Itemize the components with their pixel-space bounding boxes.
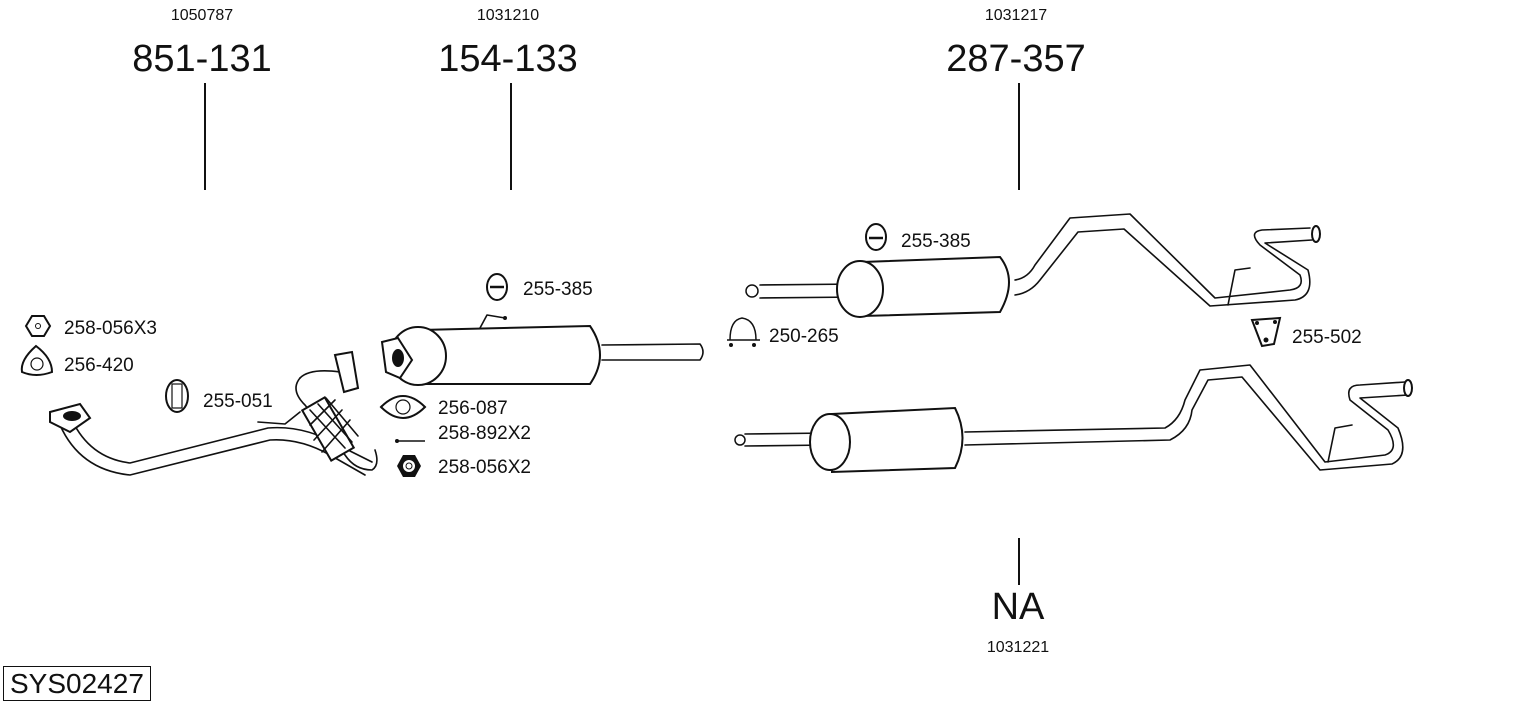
rubber-hanger-icon: [165, 379, 189, 413]
accessory-label[interactable]: 255-385: [523, 279, 593, 300]
diagram-id-box: SYS02427: [3, 666, 151, 701]
rear-system-upper: [745, 213, 1321, 318]
accessory-label[interactable]: 255-051: [203, 391, 273, 412]
hanger-bracket-icon: [1250, 316, 1282, 348]
ref-number: 1031221: [986, 639, 1050, 656]
part-number[interactable]: 154-133: [438, 38, 578, 80]
rear-system-lower: [734, 364, 1413, 474]
leader-line: [1018, 538, 1020, 585]
ref-number: 1031210: [476, 7, 540, 24]
front-pipe: [49, 350, 378, 476]
accessory-label[interactable]: 258-056X3: [64, 318, 157, 339]
ref-number: 1050787: [170, 7, 234, 24]
u-clamp-icon: [727, 317, 760, 347]
part-number[interactable]: 287-357: [946, 38, 1086, 80]
accessory-label[interactable]: 255-502: [1292, 327, 1362, 348]
accessory-label[interactable]: 258-892X2: [438, 423, 531, 444]
accessory-label[interactable]: 256-087: [438, 398, 508, 419]
part-number[interactable]: NA: [991, 586, 1045, 628]
bolt-icon: [395, 439, 425, 443]
hex-nut-icon: [397, 455, 421, 477]
accessory-label[interactable]: 250-265: [769, 326, 839, 347]
two-bolt-gasket-icon: [379, 394, 427, 420]
hex-nut-icon: [24, 315, 52, 337]
rubber-hanger-icon: [486, 273, 508, 301]
part-number[interactable]: 851-131: [132, 38, 272, 80]
accessory-label[interactable]: 256-420: [64, 355, 134, 376]
flex-braid: [300, 396, 359, 462]
ref-number: 1031217: [984, 7, 1048, 24]
accessory-label[interactable]: 258-056X2: [438, 457, 531, 478]
three-bolt-gasket-icon: [20, 344, 54, 376]
leader-line: [204, 83, 206, 190]
leader-line: [1018, 83, 1020, 190]
accessory-label[interactable]: 255-385: [901, 231, 971, 252]
rubber-hanger-icon: [865, 223, 887, 251]
middle-muffler: [380, 314, 704, 386]
leader-line: [510, 83, 512, 190]
